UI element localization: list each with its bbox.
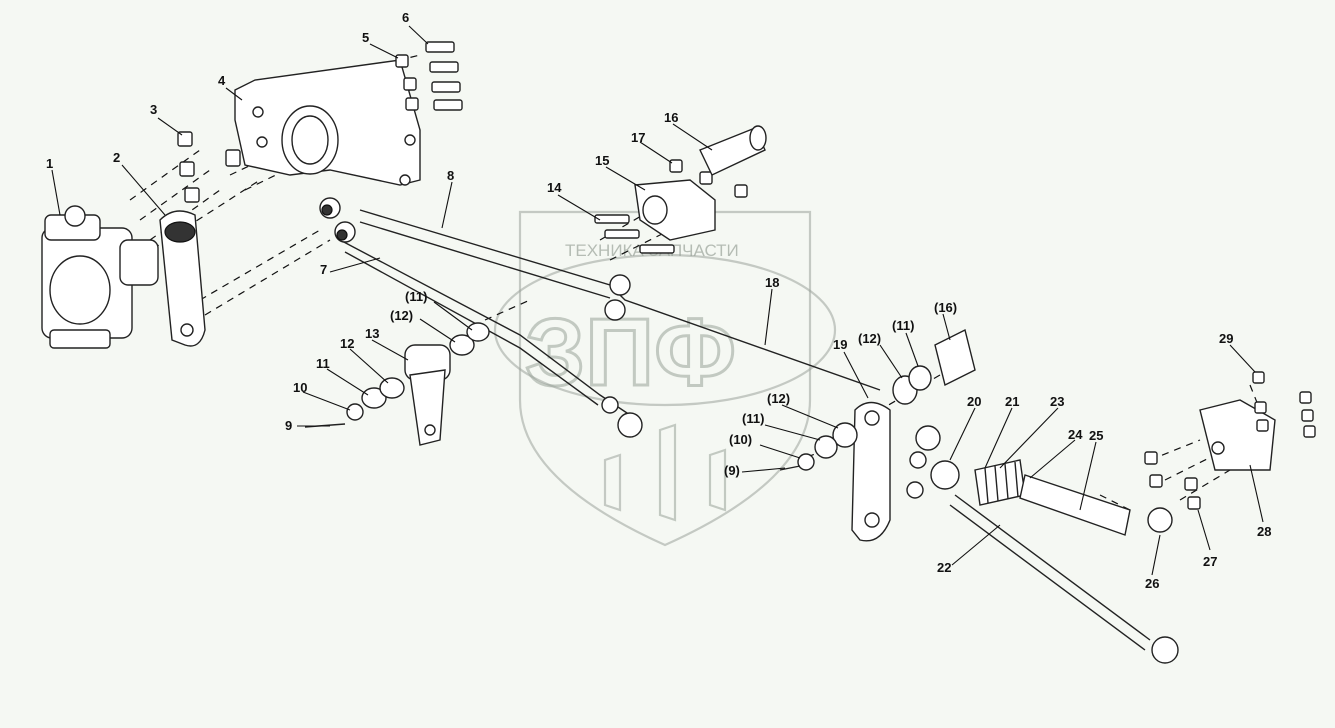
callout-3: 3 [150, 102, 157, 117]
idler-arm-right [779, 328, 976, 542]
callout-11: 11 [316, 356, 330, 371]
tie-rod-assembly [906, 451, 1179, 664]
callout-13: 13 [365, 326, 379, 341]
callout-17: 17 [631, 130, 645, 145]
callout-24: 24 [1068, 427, 1083, 442]
callout-27: 27 [1203, 554, 1217, 569]
callout-19: 19 [833, 337, 847, 352]
callout-5: 5 [362, 30, 369, 45]
right-bracket [1144, 371, 1316, 510]
callout-14: 14 [547, 180, 562, 195]
steering-gear [41, 205, 159, 349]
callout-22: 22 [937, 560, 951, 575]
callout-25: 25 [1089, 428, 1103, 443]
callout-28: 28 [1257, 524, 1271, 539]
callout-11-paren-right: (11) [892, 318, 914, 333]
callout-2: 2 [113, 150, 120, 165]
watermark: ТЕХНИКА ЗАПЧАСТИ ЗПФ [493, 210, 837, 547]
callout-9-paren: (9) [724, 463, 740, 478]
mounting-bolts [177, 131, 241, 203]
gear-bracket [234, 59, 421, 186]
callout-15: 15 [595, 153, 609, 168]
drag-links [319, 197, 881, 438]
callout-12: 12 [340, 336, 354, 351]
idler-arm-group-left [304, 322, 490, 446]
callout-6: 6 [402, 10, 409, 25]
bracket-bolts [395, 41, 463, 111]
watermark-logo-text: ЗПФ [525, 299, 736, 406]
callout-labels: 1 2 3 4 5 6 7 8 9 10 11 (11) 12 (12) 13 … [46, 10, 1271, 591]
callout-26: 26 [1145, 576, 1159, 591]
callout-4: 4 [218, 73, 226, 88]
callout-23: 23 [1050, 394, 1064, 409]
callout-11-paren: (11) [405, 289, 427, 304]
callout-9: 9 [285, 418, 292, 433]
callout-12-paren-right: (12) [858, 331, 881, 346]
callout-21: 21 [1005, 394, 1019, 409]
callout-20: 20 [967, 394, 981, 409]
callout-10-paren: (10) [729, 432, 752, 447]
callout-18: 18 [765, 275, 779, 290]
callout-7: 7 [320, 262, 327, 277]
callout-16: 16 [664, 110, 678, 125]
callout-29: 29 [1219, 331, 1233, 346]
callout-1: 1 [46, 156, 53, 171]
callout-8: 8 [447, 168, 454, 183]
callout-12-paren: (12) [390, 308, 413, 323]
pitman-arm [159, 210, 206, 347]
leader-lines [51, 25, 1264, 576]
callout-11-paren-lower: (11) [742, 411, 764, 426]
callout-10: 10 [293, 380, 307, 395]
callout-16-paren: (16) [934, 300, 957, 315]
idler-bracket [594, 125, 767, 254]
callout-12-paren-lower: (12) [767, 391, 790, 406]
